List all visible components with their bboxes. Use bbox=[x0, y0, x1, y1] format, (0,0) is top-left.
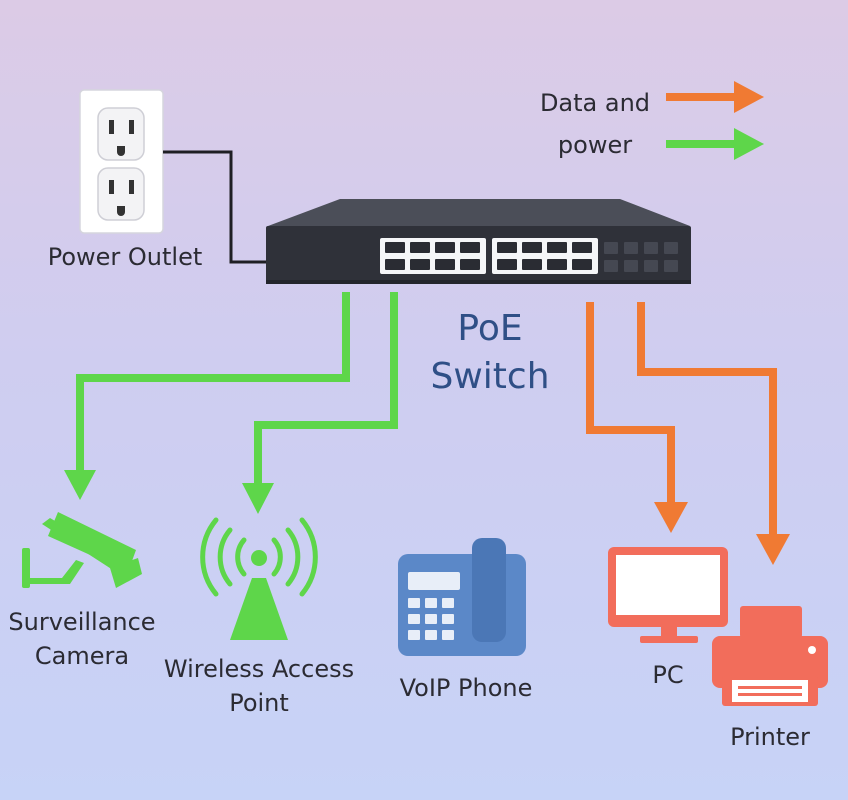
switch-label-line-2: Switch bbox=[430, 356, 550, 397]
voip-label: VoIP Phone bbox=[399, 674, 533, 702]
outlet-label: Power Outlet bbox=[47, 243, 203, 271]
legend: Data and power bbox=[520, 82, 670, 166]
legend-line-1: Data and bbox=[539, 89, 651, 117]
printer-icon bbox=[712, 606, 828, 706]
wireless-access-point-icon bbox=[200, 517, 318, 640]
ap-label: Wireless Access Point bbox=[150, 652, 368, 720]
desk-phone-icon bbox=[398, 538, 526, 656]
camera-label-line-2: Camera bbox=[34, 642, 130, 670]
printer-label: Printer bbox=[730, 723, 810, 751]
camera-label: Surveillance Camera bbox=[0, 605, 164, 673]
power-outlet-icon bbox=[79, 89, 164, 234]
ap-label-line-1: Wireless Access bbox=[163, 655, 355, 683]
legend-power-arrow bbox=[666, 128, 764, 160]
link-access-point bbox=[242, 292, 398, 514]
link-printer bbox=[637, 302, 790, 565]
link-camera bbox=[64, 292, 350, 500]
legend-line-2: power bbox=[557, 131, 633, 159]
switch-label-line-1: PoE bbox=[457, 308, 523, 349]
pc-label: PC bbox=[652, 661, 684, 689]
poe-switch-icon bbox=[266, 199, 691, 284]
link-pc bbox=[586, 302, 688, 533]
security-camera-icon bbox=[22, 512, 142, 588]
camera-label-line-1: Surveillance bbox=[8, 608, 156, 636]
monitor-icon bbox=[608, 547, 728, 643]
switch-label: PoE Switch bbox=[400, 305, 580, 401]
power-cord bbox=[163, 150, 268, 264]
legend-data-arrow bbox=[666, 81, 764, 113]
ap-label-line-2: Point bbox=[229, 689, 289, 717]
